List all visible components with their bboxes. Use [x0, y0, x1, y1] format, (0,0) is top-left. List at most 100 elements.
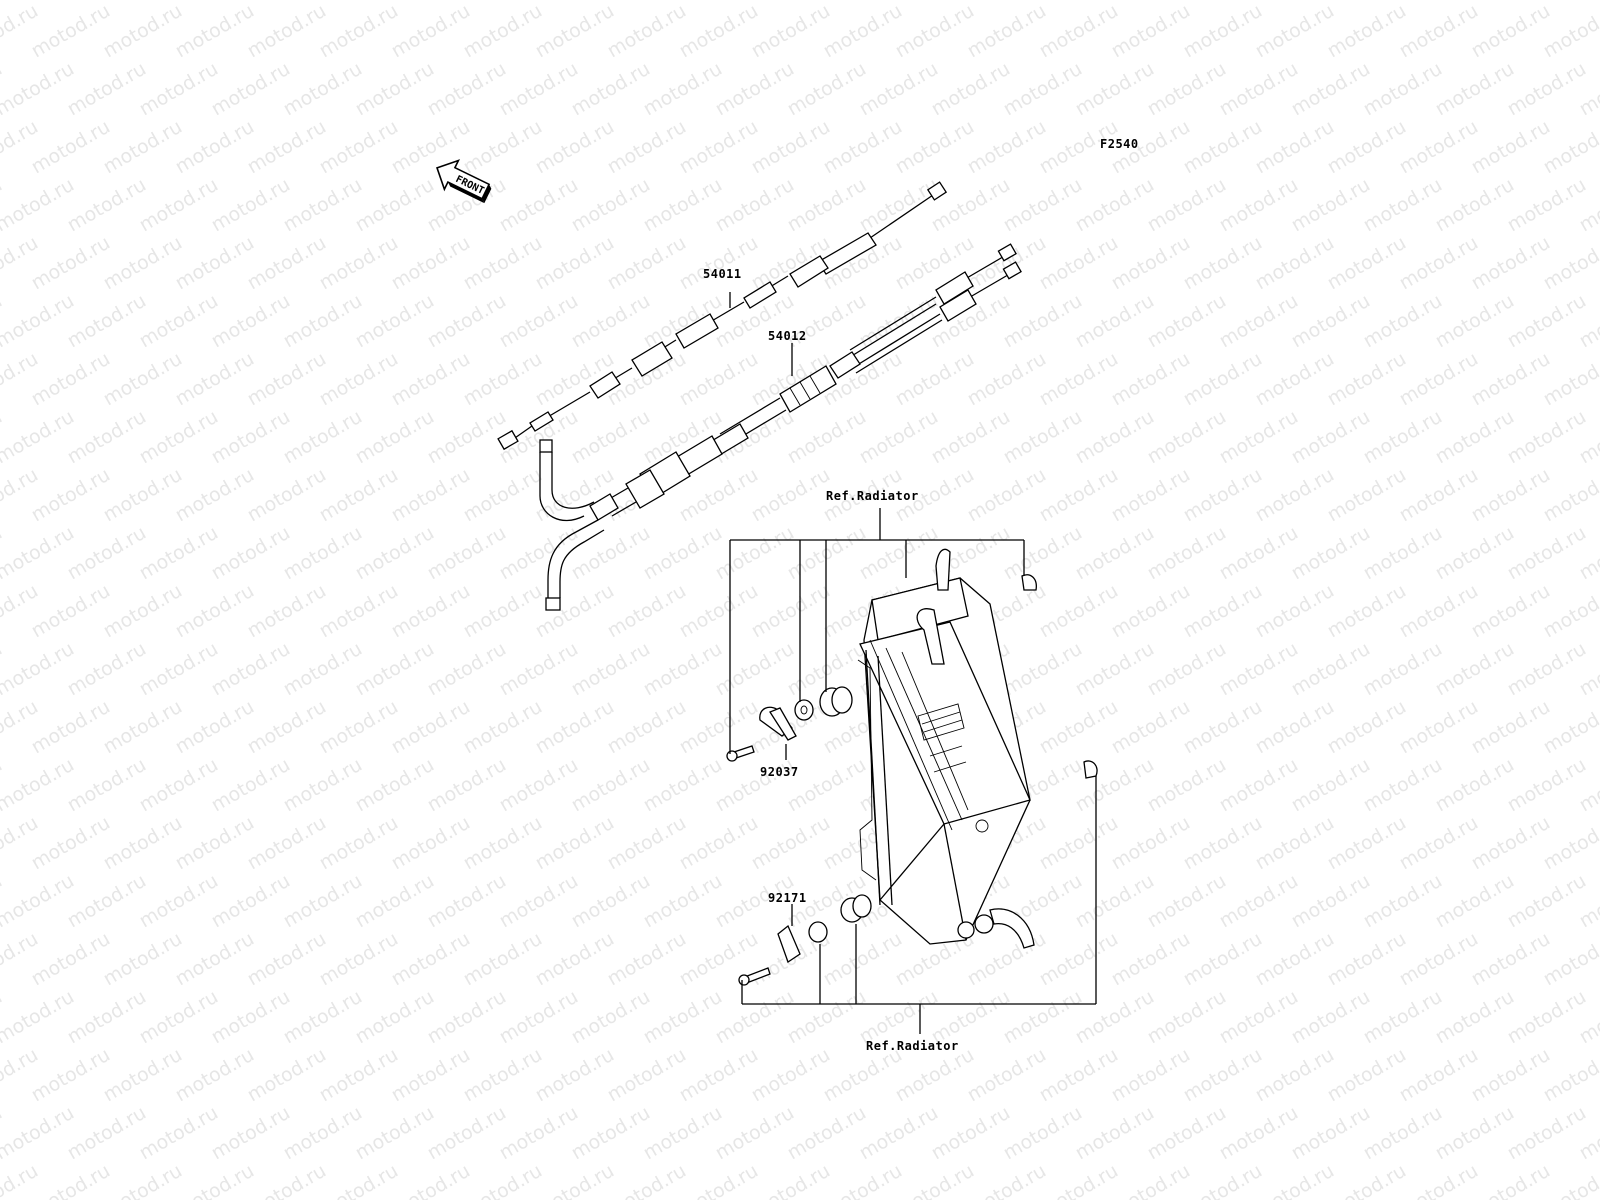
watermark-text: motod.ru — [352, 870, 438, 933]
watermark-text: motod.ru — [1324, 0, 1410, 62]
watermark-text: motod.ru — [28, 1044, 114, 1107]
watermark-text: motod.ru — [208, 522, 294, 585]
watermark-text: motod.ru — [1108, 232, 1194, 295]
watermark-text: motod.ru — [172, 928, 258, 991]
watermark-text: motod.ru — [172, 1044, 258, 1107]
watermark-text: motod.ru — [856, 522, 942, 585]
watermark-text: motod.ru — [892, 116, 978, 179]
watermark-text: motod.ru — [1540, 580, 1600, 643]
watermark-text: motod.ru — [676, 348, 762, 411]
watermark-text: motod.ru — [604, 928, 690, 991]
watermark-text: motod.ru — [1360, 406, 1446, 469]
watermark-text: motod.ru — [1324, 696, 1410, 759]
watermark-text: motod.ru — [604, 1160, 690, 1200]
watermark-text: motod.ru — [136, 522, 222, 585]
watermark-text: motod.ru — [1504, 986, 1590, 1049]
watermark-text: motod.ru — [244, 696, 330, 759]
watermark-text: motod.ru — [784, 1102, 870, 1165]
watermark-text: motod.ru — [388, 116, 474, 179]
watermark-text: motod.ru — [1180, 1160, 1266, 1200]
watermark-text: motod.ru — [1000, 0, 1086, 4]
watermark-text: motod.ru — [1396, 464, 1482, 527]
watermark-text: motod.ru — [604, 580, 690, 643]
watermark-text: motod.ru — [1360, 58, 1446, 121]
watermark-text: motod.ru — [1072, 522, 1158, 585]
watermark-text: motod.ru — [352, 174, 438, 237]
watermark-text: motod.ru — [1252, 0, 1338, 62]
watermark-text: motod.ru — [712, 174, 798, 237]
watermark-text: motod.ru — [964, 348, 1050, 411]
watermark-text: motod.ru — [0, 986, 78, 1049]
watermark-text: motod.ru — [316, 812, 402, 875]
watermark-text: motod.ru — [496, 0, 582, 4]
watermark-text: motod.ru — [568, 58, 654, 121]
watermark-text: motod.ru — [1396, 0, 1482, 62]
watermark-text: motod.ru — [496, 754, 582, 817]
watermark-text: motod.ru — [0, 0, 78, 4]
watermark-text: motod.ru — [64, 174, 150, 237]
watermark-text: motod.ru — [460, 116, 546, 179]
watermark-text: motod.ru — [316, 0, 402, 62]
watermark-text: motod.ru — [172, 580, 258, 643]
watermark-text: motod.ru — [1468, 928, 1554, 991]
watermark-text: motod.ru — [280, 638, 366, 701]
watermark-text: motod.ru — [1540, 1044, 1600, 1107]
watermark-text: motod.ru — [964, 1044, 1050, 1107]
watermark-text: motod.ru — [1036, 0, 1122, 62]
watermark-text: motod.ru — [1396, 1160, 1482, 1200]
watermark-text: motod.ru — [1432, 986, 1518, 1049]
ref-radiator-top: Ref.Radiator — [826, 489, 919, 503]
watermark-text: motod.ru — [244, 928, 330, 991]
watermark-text: motod.ru — [1324, 1160, 1410, 1200]
watermark-text: motod.ru — [208, 406, 294, 469]
watermark-text: motod.ru — [0, 1160, 42, 1200]
watermark-text: motod.ru — [496, 638, 582, 701]
part-number-54011: 54011 — [703, 267, 742, 281]
watermark-text: motod.ru — [1432, 0, 1518, 4]
watermark-text: motod.ru — [424, 522, 510, 585]
watermark-text: motod.ru — [1324, 348, 1410, 411]
watermark-text: motod.ru — [1072, 638, 1158, 701]
watermark-text: motod.ru — [1432, 870, 1518, 933]
watermark-text: motod.ru — [1000, 1102, 1086, 1165]
watermark-text: motod.ru — [352, 58, 438, 121]
watermark-text: motod.ru — [856, 0, 942, 4]
watermark-text: motod.ru — [1216, 754, 1302, 817]
watermark-text: motod.ru — [1216, 174, 1302, 237]
watermark-text: motod.ru — [1468, 0, 1554, 62]
watermark-text: motod.ru — [568, 1102, 654, 1165]
watermark-text: motod.ru — [928, 58, 1014, 121]
watermark-text: motod.ru — [460, 348, 546, 411]
watermark-text: motod.ru — [1360, 870, 1446, 933]
watermark-text: motod.ru — [208, 0, 294, 4]
watermark-text: motod.ru — [712, 58, 798, 121]
watermark-text: motod.ru — [532, 1044, 618, 1107]
watermark-text: motod.ru — [0, 174, 78, 237]
watermark-text: motod.ru — [316, 928, 402, 991]
watermark-text: motod.ru — [856, 1102, 942, 1165]
watermark-text: motod.ru — [1072, 174, 1158, 237]
watermark-text: motod.ru — [64, 0, 150, 4]
watermark-text: motod.ru — [1504, 58, 1590, 121]
watermark-text: motod.ru — [1360, 638, 1446, 701]
watermark-text: motod.ru — [1216, 406, 1302, 469]
watermark-text: motod.ru — [244, 0, 330, 62]
watermark-text: motod.ru — [136, 1102, 222, 1165]
watermark-text: motod.ru — [172, 0, 258, 62]
watermark-text: motod.ru — [784, 58, 870, 121]
watermark-text: motod.ru — [1468, 232, 1554, 295]
watermark-text: motod.ru — [820, 928, 906, 991]
watermark-text: motod.ru — [1360, 522, 1446, 585]
watermark-text: motod.ru — [64, 522, 150, 585]
watermark-text: motod.ru — [1360, 290, 1446, 353]
watermark-text: motod.ru — [640, 754, 726, 817]
watermark-text: motod.ru — [532, 464, 618, 527]
watermark-text: motod.ru — [568, 406, 654, 469]
watermark-text: motod.ru — [1432, 754, 1518, 817]
watermark-text: motod.ru — [1288, 406, 1374, 469]
watermark-text: motod.ru — [640, 174, 726, 237]
watermark-text: motod.ru — [748, 580, 834, 643]
watermark-text: motod.ru — [208, 754, 294, 817]
watermark-text: motod.ru — [208, 638, 294, 701]
watermark-text: motod.ru — [712, 638, 798, 701]
